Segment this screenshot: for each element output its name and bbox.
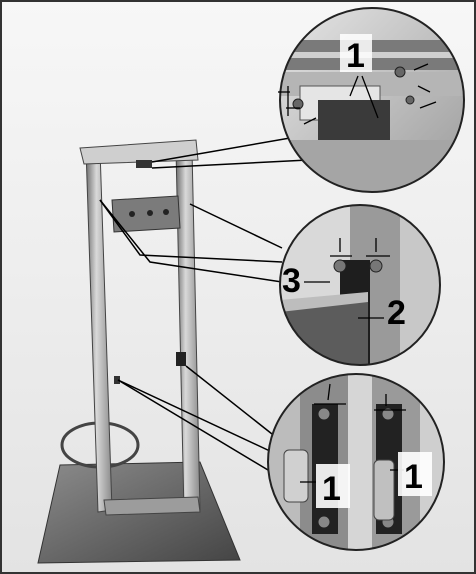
callout-label-bottom-right: 1 bbox=[404, 458, 423, 496]
callout-label-middle-left: 3 bbox=[282, 262, 301, 300]
zoom-detail-bottom: 1 1 bbox=[267, 373, 445, 551]
leader-lines bbox=[99, 137, 309, 471]
stand-frame bbox=[79, 139, 201, 516]
callout-label-top: 1 bbox=[346, 37, 365, 75]
callout-label-middle-right: 2 bbox=[387, 294, 406, 332]
callout-label-bottom-left: 1 bbox=[322, 470, 341, 508]
